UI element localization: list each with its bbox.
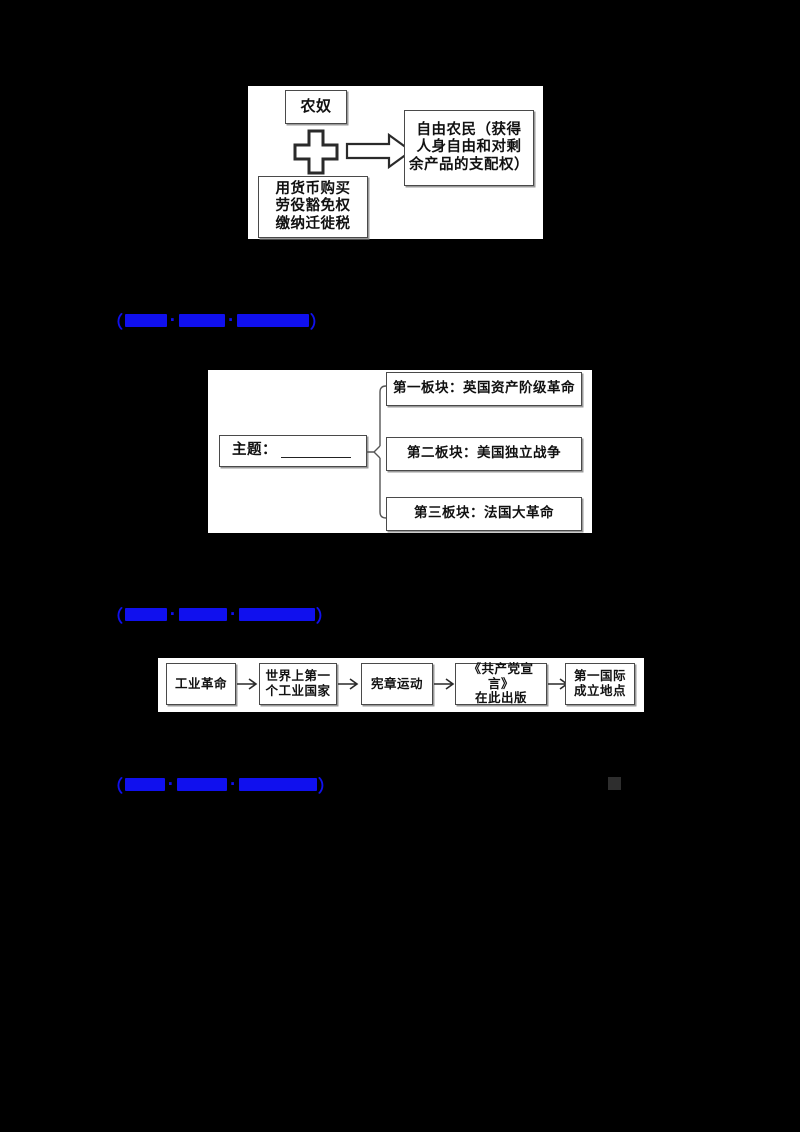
buy-exemption-line-1: 用货币购买 — [275, 181, 351, 198]
heading-redacted-segment — [124, 607, 167, 621]
heading-redacted-segment — [238, 607, 315, 621]
heading-redacted-segment — [236, 313, 309, 327]
flow-step-box-4: 《共产党宣言》 在此出版 — [455, 660, 547, 706]
buy-exemption-box: 用货币购买 劳役豁免权 缴纳迁徙税 — [258, 176, 368, 238]
flow-step-5-line-1: 第一国际 — [573, 668, 626, 684]
heading-separator-dot: · — [229, 775, 236, 793]
heading-redacted-segment — [124, 313, 167, 327]
free-peasant-line-1: 自由农民（获得 — [416, 122, 522, 139]
heading-redacted-segment — [124, 777, 165, 791]
module-label-1: 第一板块：英国资产阶级革命 — [393, 380, 575, 397]
flow-step-box-1: 工业革命 — [166, 663, 236, 705]
free-peasant-box: 自由农民（获得 人身自由和对剩 余产品的支配权） — [404, 110, 534, 186]
bracket-connector-icon — [366, 385, 388, 519]
arrow-right-icon — [434, 678, 455, 690]
heading-separator-dot: · — [169, 605, 176, 623]
flow-step-2-line-2: 个工业国家 — [265, 683, 331, 698]
heading-open-paren: （ — [106, 776, 124, 797]
buy-exemption-line-3: 缴纳迁徙税 — [275, 215, 351, 232]
flow-step-5-line-2: 成立地点 — [573, 683, 626, 698]
module-box-2: 第二板块：美国独立战争 — [386, 437, 582, 471]
heading-redacted-3: （ · · ） — [106, 775, 335, 797]
flow-step-4-line-1: 《共产党宣言》 — [468, 660, 534, 691]
heading-open-paren: （ — [106, 312, 124, 333]
module-box-1: 第一板块：英国资产阶级革命 — [386, 372, 582, 406]
heading-close-paren: ） — [309, 312, 328, 333]
heading-redacted-segment — [176, 777, 227, 791]
free-peasant-line-3: 余产品的支配权） — [409, 156, 529, 173]
heading-redacted-segment — [178, 313, 225, 327]
heading-redacted-segment — [238, 777, 317, 791]
heading-redacted-1: （ · · ） — [106, 311, 327, 333]
module-label-3: 第三板块：法国大革命 — [414, 505, 554, 522]
flow-step-2-line-1: 世界上第一 — [265, 668, 331, 684]
flow-step-3-line-1: 宪章运动 — [370, 675, 423, 691]
buy-exemption-line-2: 劳役豁免权 — [275, 198, 351, 215]
heading-redacted-2: （ · · ） — [106, 605, 333, 627]
free-peasant-line-2: 人身自由和对剩 — [416, 139, 522, 156]
heading-separator-dot: · — [169, 311, 176, 329]
plus-sign-icon — [293, 129, 339, 175]
serf-box: 农奴 — [285, 90, 347, 124]
flow-step-4-line-2: 在此出版 — [474, 690, 527, 706]
flow-step-box-2: 世界上第一 个工业国家 — [259, 663, 337, 705]
flow-step-box-3: 宪章运动 — [361, 663, 433, 705]
theme-box: 主题： — [219, 435, 367, 467]
theme-blank-line — [281, 444, 351, 458]
heading-open-paren: （ — [106, 606, 124, 627]
block-arrow-right-icon — [345, 132, 413, 170]
serf-box-label: 农奴 — [300, 97, 332, 116]
module-label-2: 第二板块：美国独立战争 — [407, 445, 561, 462]
heading-close-paren: ） — [317, 776, 336, 797]
arrow-right-icon — [237, 678, 258, 690]
flow-step-1-line-1: 工业革命 — [174, 675, 227, 691]
heading-close-paren: ） — [315, 606, 334, 627]
heading-redacted-segment — [178, 607, 227, 621]
module-box-3: 第三板块：法国大革命 — [386, 497, 582, 531]
scan-artifact-square — [608, 777, 621, 790]
arrow-right-icon — [338, 678, 359, 690]
heading-separator-dot: · — [167, 775, 174, 793]
heading-separator-dot: · — [227, 311, 234, 329]
flow-step-box-5: 第一国际 成立地点 — [565, 663, 635, 705]
heading-separator-dot: · — [229, 605, 236, 623]
theme-label: 主题： — [232, 442, 277, 459]
